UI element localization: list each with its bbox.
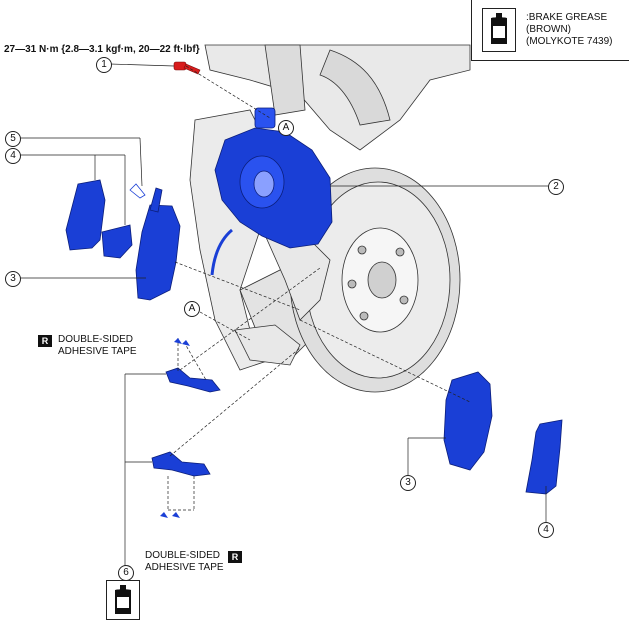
guide-plate-lower bbox=[151, 451, 211, 477]
callout-5: 5 bbox=[5, 131, 21, 147]
legend-box: :BRAKE GREASE (BROWN) (MOLYKOTE 7439) bbox=[471, 0, 629, 61]
outer-shim bbox=[101, 224, 133, 259]
callout-1: 1 bbox=[96, 57, 112, 73]
legend-text: :BRAKE GREASE (BROWN) (MOLYKOTE 7439) bbox=[526, 12, 613, 48]
tape-label-bottom: DOUBLE-SIDED ADHESIVE TAPE bbox=[145, 550, 224, 574]
leader-lines-solid bbox=[20, 63, 548, 566]
inner-shim bbox=[65, 179, 106, 251]
brake-caliper bbox=[210, 107, 333, 276]
callout-2: 2 bbox=[548, 179, 564, 195]
replace-badge-top: R bbox=[38, 335, 52, 347]
callout-3-right: 3 bbox=[400, 475, 416, 491]
torque-spec: 27—31 N·m {2.8—3.1 kgf·m, 20—22 ft·lbf} bbox=[4, 44, 200, 55]
caliper-bracket bbox=[234, 229, 331, 366]
callout-3-left: 3 bbox=[5, 271, 21, 287]
guide-plate-upper bbox=[165, 367, 221, 393]
legend-line-2: (BROWN) bbox=[526, 24, 571, 35]
callout-4-left: 4 bbox=[5, 148, 21, 164]
replace-badge-bottom: R bbox=[228, 551, 242, 563]
shim-right bbox=[525, 419, 563, 495]
brake-pad-left bbox=[129, 183, 181, 301]
caliper-bolt bbox=[173, 61, 201, 75]
tape-label-top: DOUBLE-SIDED ADHESIVE TAPE bbox=[58, 334, 137, 358]
callout-4-right: 4 bbox=[538, 522, 554, 538]
brake-pad-right bbox=[443, 371, 493, 471]
marker-a-lower: A bbox=[184, 301, 200, 317]
tape-label-bottom-line1: DOUBLE-SIDED bbox=[145, 550, 221, 561]
leader-lines-dashed bbox=[167, 65, 471, 511]
tape-label-top-line2: ADHESIVE TAPE bbox=[58, 346, 137, 357]
tape-label-bottom-line2: ADHESIVE TAPE bbox=[145, 562, 224, 573]
marker-a-upper: A bbox=[278, 120, 294, 136]
grease-can-icon-bottom bbox=[106, 580, 140, 620]
tape-clips bbox=[160, 338, 190, 518]
callout-6: 6 bbox=[118, 565, 134, 581]
tape-label-top-line1: DOUBLE-SIDED bbox=[58, 334, 134, 345]
legend-line-3: (MOLYKOTE 7439) bbox=[526, 36, 613, 47]
legend-line-1: :BRAKE GREASE bbox=[526, 12, 608, 23]
grease-can-icon bbox=[482, 8, 516, 52]
